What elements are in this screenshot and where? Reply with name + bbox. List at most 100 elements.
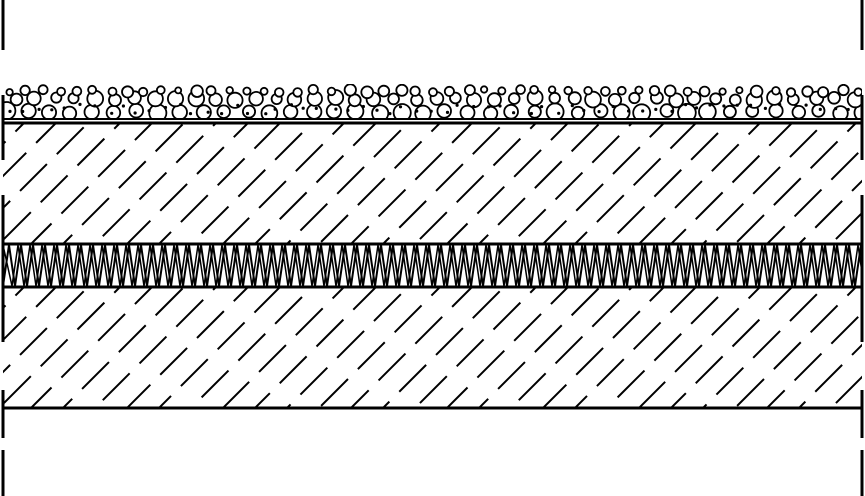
gravel-stone (307, 84, 319, 96)
gravel-stone (146, 90, 164, 108)
gravel-grit (334, 107, 338, 111)
gravel-grit (133, 111, 137, 115)
gravel-stone (392, 103, 412, 118)
gravel-grit (188, 112, 193, 116)
hatch-line (510, 287, 633, 408)
gravel-grit (694, 106, 699, 110)
hatch-line (478, 122, 601, 244)
gravel-stone (628, 91, 641, 105)
hatch-line (638, 287, 761, 408)
hatch-line (574, 287, 697, 408)
gravel-stone (503, 103, 519, 118)
gravel-grit (557, 111, 561, 115)
hatch-line (62, 287, 185, 408)
gravel-stone (545, 102, 565, 118)
gravel-stone (634, 85, 644, 95)
hatch-line (126, 122, 249, 244)
gravel-grit (455, 103, 459, 107)
gravel-stone (5, 88, 14, 97)
hatch-line (382, 287, 505, 408)
gravel-stone (395, 84, 409, 97)
hatch-line (574, 122, 697, 244)
gravel-grit (301, 106, 305, 110)
gravel-stone (138, 86, 149, 98)
hatch-line (702, 122, 825, 244)
hatch-line (830, 375, 862, 408)
gravel-stone (570, 105, 586, 118)
gravel-stone (128, 102, 144, 118)
gravel-stone (463, 84, 476, 96)
gravel-grit (627, 109, 631, 113)
gravel-grit (429, 109, 433, 113)
gravel-stone (371, 104, 390, 118)
hatch-line (254, 287, 377, 408)
gravel-grit (540, 105, 544, 109)
gravel-grit (641, 109, 645, 113)
gravel-grit (314, 106, 318, 110)
gravel-stone (709, 92, 723, 106)
gravel-stone (718, 87, 727, 96)
gravel-grit (8, 109, 12, 113)
gravel-stone (698, 85, 711, 98)
hatch-line (286, 122, 409, 244)
gravel-grit (179, 102, 183, 106)
hatch-line (542, 287, 665, 408)
gravel-layer (3, 84, 862, 118)
gravel-stone (414, 104, 432, 118)
gravel-grit (163, 105, 168, 110)
hatch-line (414, 287, 537, 408)
gravel-stone (56, 86, 66, 97)
gravel-grit (794, 103, 798, 107)
gravel-stone (274, 87, 285, 98)
gravel-grit (511, 111, 516, 115)
gravel-stone (668, 92, 685, 109)
gravel-stone (593, 103, 609, 118)
gravel-stone (9, 92, 24, 107)
hatch-line (638, 122, 761, 244)
hatch-line (222, 287, 345, 408)
gravel-grit (529, 111, 534, 116)
gravel-stone (37, 84, 49, 96)
gravel-stone (607, 93, 623, 108)
gravel-grit (93, 104, 97, 108)
hatch-line (798, 179, 862, 244)
gravel-stone (682, 86, 693, 97)
gravel-grit (289, 103, 293, 107)
gravel-stone (242, 86, 252, 96)
hatch-line (702, 287, 825, 408)
gravel-stone (479, 85, 489, 94)
gravel-grit (834, 107, 838, 111)
hatch-line (158, 287, 281, 408)
gravel-stone (205, 85, 217, 97)
gravel-stone (87, 84, 97, 95)
gravel-grit (388, 112, 392, 116)
gravel-stone (728, 93, 742, 107)
hatch-line (382, 122, 505, 244)
gravel-stone (436, 103, 452, 118)
gravel-stone (259, 86, 269, 96)
gravel-stone (853, 87, 862, 97)
hatch-line (798, 343, 862, 408)
hatch-line (510, 122, 633, 244)
gravel-stone (785, 87, 797, 98)
gravel-grit (78, 102, 82, 106)
gravel-stone (616, 85, 627, 96)
gravel-grit (37, 107, 41, 111)
hatch-line (286, 287, 409, 408)
gravel-stone (216, 104, 231, 118)
hatch-line (62, 122, 185, 244)
hatch-line (190, 287, 313, 408)
gravel-stone (41, 104, 57, 118)
gravel-stone (749, 84, 764, 99)
gravel-stone (735, 86, 744, 95)
gravel-stone (515, 84, 526, 95)
gravel-grit (708, 103, 712, 107)
gravel-grit (763, 106, 768, 110)
gravel-stone (226, 91, 244, 109)
gravel-stone (325, 103, 342, 118)
gravel-grit (147, 109, 151, 113)
gravel-stone (26, 90, 42, 107)
gravel-stone (600, 86, 611, 97)
gravel-stone (771, 86, 781, 96)
